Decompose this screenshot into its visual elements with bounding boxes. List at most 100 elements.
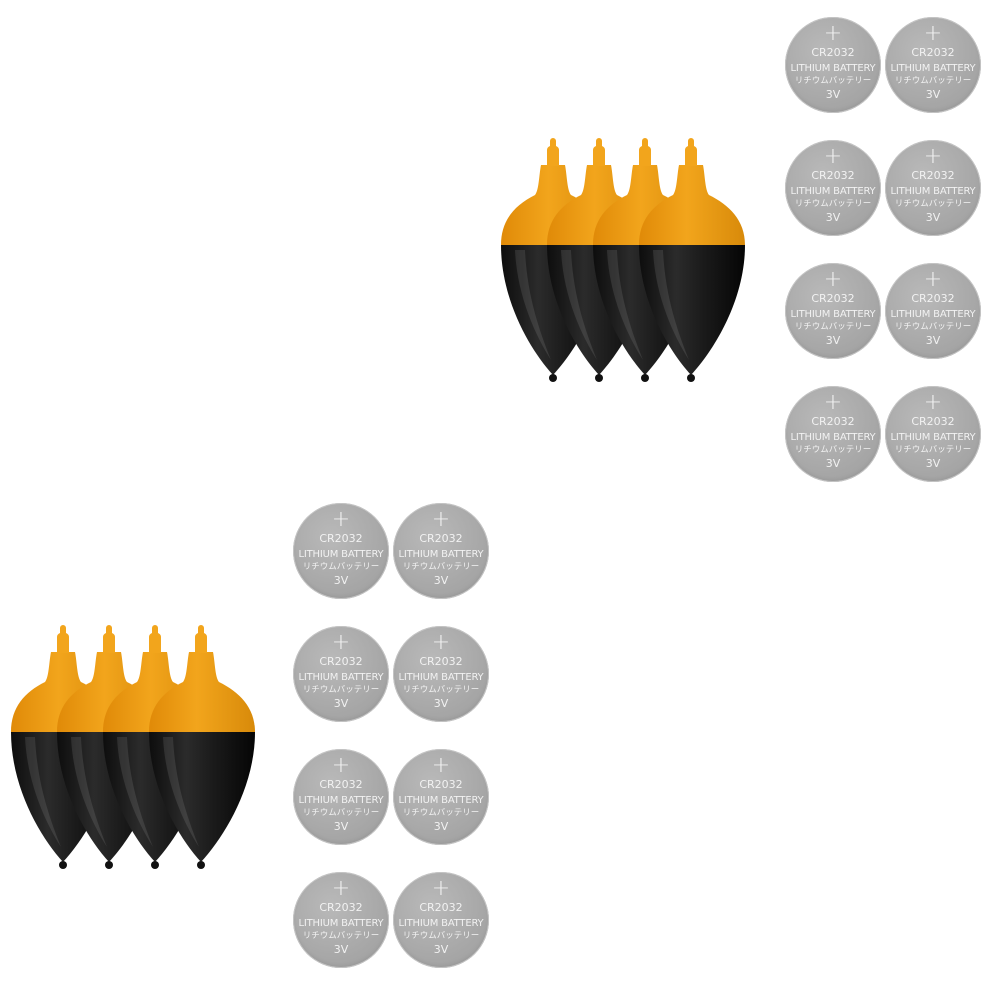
battery-type-japanese: リチウムバッテリー — [894, 322, 972, 332]
battery-model: CR2032 — [319, 532, 363, 545]
battery-voltage: 3V — [333, 943, 349, 956]
battery-type-japanese: リチウムバッテリー — [794, 199, 872, 209]
battery-type-japanese: リチウムバッテリー — [894, 199, 972, 209]
battery-type: LITHIUM BATTERY — [890, 186, 976, 197]
battery-voltage: 3V — [925, 88, 941, 101]
fishing-float — [639, 138, 745, 382]
battery-model: CR2032 — [911, 292, 955, 305]
battery-model: CR2032 — [811, 169, 855, 182]
battery-type-japanese: リチウムバッテリー — [402, 808, 480, 818]
battery-type: LITHIUM BATTERY — [398, 918, 484, 929]
battery-type-japanese: リチウムバッテリー — [794, 76, 872, 86]
battery-voltage: 3V — [433, 943, 449, 956]
plus-icon: + — [823, 390, 843, 415]
battery-model: CR2032 — [911, 169, 955, 182]
battery-type-japanese: リチウムバッテリー — [302, 931, 380, 941]
battery-model: CR2032 — [419, 778, 463, 791]
plus-icon: + — [431, 753, 451, 778]
float-group-bottom — [11, 625, 255, 869]
battery-type: LITHIUM BATTERY — [890, 63, 976, 74]
battery-type-japanese: リチウムバッテリー — [794, 322, 872, 332]
battery-type: LITHIUM BATTERY — [298, 795, 384, 806]
battery-voltage: 3V — [433, 697, 449, 710]
plus-icon: + — [431, 876, 451, 901]
battery-type: LITHIUM BATTERY — [890, 432, 976, 443]
float-group-top — [501, 138, 745, 382]
battery-model: CR2032 — [319, 901, 363, 914]
battery-type: LITHIUM BATTERY — [790, 309, 876, 320]
plus-icon: + — [823, 267, 843, 292]
battery-voltage: 3V — [825, 211, 841, 224]
battery-type-japanese: リチウムバッテリー — [894, 445, 972, 455]
battery-voltage: 3V — [433, 820, 449, 833]
battery-voltage: 3V — [333, 820, 349, 833]
plus-icon: + — [331, 753, 351, 778]
battery-type-japanese: リチウムバッテリー — [402, 685, 480, 695]
plus-icon: + — [823, 144, 843, 169]
battery-type-japanese: リチウムバッテリー — [894, 76, 972, 86]
battery-type-japanese: リチウムバッテリー — [302, 685, 380, 695]
battery-type: LITHIUM BATTERY — [298, 672, 384, 683]
plus-icon: + — [331, 876, 351, 901]
battery-type: LITHIUM BATTERY — [790, 432, 876, 443]
battery-type-japanese: リチウムバッテリー — [402, 931, 480, 941]
battery-type-japanese: リチウムバッテリー — [302, 808, 380, 818]
battery-model: CR2032 — [319, 778, 363, 791]
battery-type-japanese: リチウムバッテリー — [302, 562, 380, 572]
battery-voltage: 3V — [433, 574, 449, 587]
fishing-float — [149, 625, 255, 869]
plus-icon: + — [923, 144, 943, 169]
battery-model: CR2032 — [419, 532, 463, 545]
battery-type: LITHIUM BATTERY — [298, 549, 384, 560]
battery-voltage: 3V — [825, 457, 841, 470]
plus-icon: + — [823, 21, 843, 46]
battery-model: CR2032 — [419, 901, 463, 914]
battery-type: LITHIUM BATTERY — [298, 918, 384, 929]
battery-type-japanese: リチウムバッテリー — [794, 445, 872, 455]
battery-type: LITHIUM BATTERY — [890, 309, 976, 320]
plus-icon: + — [923, 267, 943, 292]
battery-model: CR2032 — [319, 655, 363, 668]
battery-type: LITHIUM BATTERY — [790, 186, 876, 197]
battery-type-japanese: リチウムバッテリー — [402, 562, 480, 572]
battery-voltage: 3V — [825, 88, 841, 101]
battery-type: LITHIUM BATTERY — [398, 549, 484, 560]
battery-model: CR2032 — [911, 415, 955, 428]
battery-model: CR2032 — [811, 415, 855, 428]
battery-voltage: 3V — [925, 334, 941, 347]
battery-voltage: 3V — [333, 574, 349, 587]
battery-model: CR2032 — [419, 655, 463, 668]
battery-voltage: 3V — [825, 334, 841, 347]
battery-type: LITHIUM BATTERY — [398, 672, 484, 683]
battery-voltage: 3V — [925, 457, 941, 470]
plus-icon: + — [431, 507, 451, 532]
plus-icon: + — [431, 630, 451, 655]
plus-icon: + — [923, 21, 943, 46]
plus-icon: + — [331, 630, 351, 655]
battery-type: LITHIUM BATTERY — [790, 63, 876, 74]
plus-icon: + — [923, 390, 943, 415]
battery-model: CR2032 — [811, 46, 855, 59]
battery-model: CR2032 — [811, 292, 855, 305]
plus-icon: + — [331, 507, 351, 532]
battery-model: CR2032 — [911, 46, 955, 59]
battery-voltage: 3V — [925, 211, 941, 224]
battery-voltage: 3V — [333, 697, 349, 710]
battery-type: LITHIUM BATTERY — [398, 795, 484, 806]
